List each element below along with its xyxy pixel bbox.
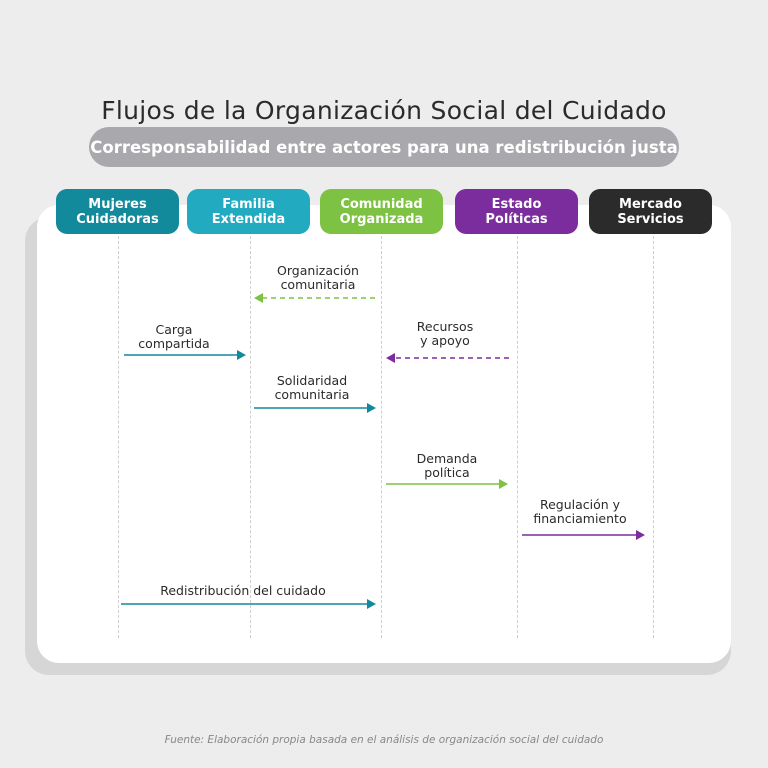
arrowhead-icon: [386, 353, 395, 363]
flow-label-recursos: Recursos y apoyo: [355, 320, 535, 348]
flow-label-line2: comunitaria: [280, 277, 356, 292]
actor-label-line1: Estado: [491, 196, 542, 212]
arrowhead-icon: [237, 350, 246, 360]
actor-estado-politicas: Estado Políticas: [455, 189, 578, 234]
actor-mujeres-cuidadoras: Mujeres Cuidadoras: [56, 189, 179, 234]
diagram-title: Flujos de la Organización Social del Cui…: [101, 96, 667, 125]
lifeline-comunidad: [381, 236, 382, 638]
flow-arrow: [124, 350, 246, 360]
flow-arrow: [254, 403, 376, 413]
lifeline-mujeres: [118, 236, 119, 638]
flow-arrow: [254, 293, 375, 303]
flow-arrow: [121, 599, 376, 609]
actor-label-line1: Comunidad: [340, 196, 423, 212]
flow-label-carga: Carga compartida: [84, 323, 264, 351]
diagram-panel: [37, 205, 731, 663]
flow-label-line1: Demanda: [416, 451, 478, 466]
flow-label-line1: Carga: [155, 322, 193, 337]
lifeline-mercado: [653, 236, 654, 638]
flow-label-line1: Recursos: [416, 319, 474, 334]
flow-label-line1: Solidaridad: [276, 373, 348, 388]
lifeline-estado: [517, 236, 518, 638]
lifeline-familia: [250, 236, 251, 638]
actor-label-line1: Mercado: [619, 196, 682, 212]
actor-comunidad-organizada: Comunidad Organizada: [320, 189, 443, 234]
flow-label-regulacion: Regulación y financiamiento: [490, 498, 670, 526]
flow-label-line2: política: [424, 465, 470, 480]
flow-label-redistribucion: Redistribución del cuidado: [153, 584, 333, 598]
flow-arrow: [386, 479, 508, 489]
actor-label-line2: Extendida: [211, 211, 286, 227]
arrowhead-icon: [367, 599, 376, 609]
actor-mercado-servicios: Mercado Servicios: [589, 189, 712, 234]
diagram-subtitle: Corresponsabilidad entre actores para un…: [89, 127, 679, 167]
flow-label-line2: financiamiento: [533, 511, 627, 526]
actor-label-line2: Políticas: [485, 211, 548, 227]
flow-label-line1: Organización: [277, 263, 359, 278]
flow-label-demanda: Demanda política: [357, 452, 537, 480]
flow-label-line2: comunitaria: [274, 387, 350, 402]
arrowhead-icon: [254, 293, 263, 303]
flow-arrow: [522, 530, 645, 540]
source-note: Fuente: Elaboración propia basada en el …: [164, 734, 604, 746]
arrowhead-icon: [367, 403, 376, 413]
arrowhead-icon: [499, 479, 508, 489]
actor-label-line1: Familia: [222, 196, 275, 212]
actor-familia-extendida: Familia Extendida: [187, 189, 310, 234]
arrowhead-icon: [636, 530, 645, 540]
flow-label-line2: y apoyo: [420, 333, 470, 348]
flow-arrow: [386, 353, 509, 363]
flow-label-solidaridad: Solidaridad comunitaria: [222, 374, 402, 402]
flow-label-line2: compartida: [138, 336, 210, 351]
flow-label-organizacion: Organización comunitaria: [228, 264, 408, 292]
flow-label-line1: Redistribución del cuidado: [160, 583, 326, 598]
actor-label-line2: Servicios: [617, 211, 684, 227]
actor-label-line2: Cuidadoras: [76, 211, 159, 227]
actor-label-line2: Organizada: [339, 211, 424, 227]
flow-label-line1: Regulación y: [539, 497, 621, 512]
actor-label-line1: Mujeres: [88, 196, 147, 212]
